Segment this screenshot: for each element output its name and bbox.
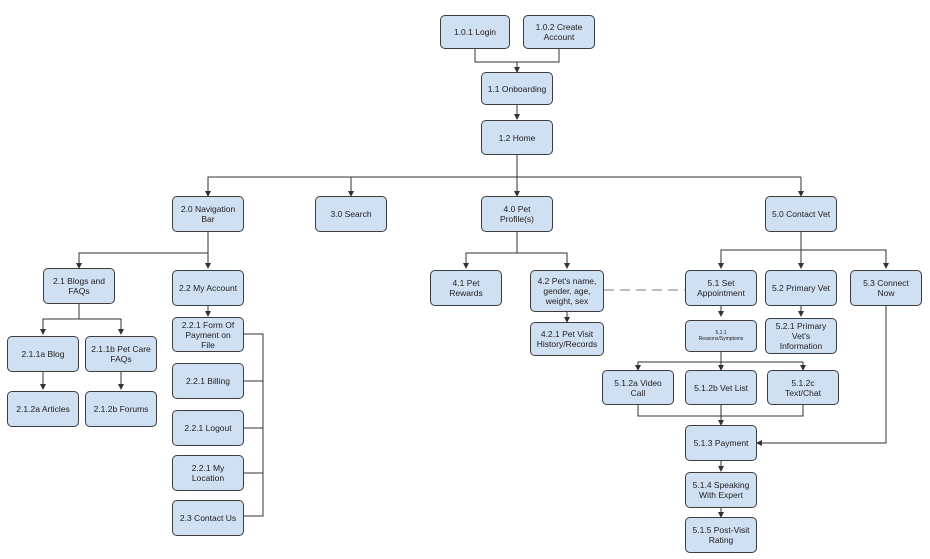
node-home[interactable]: 1.2 Home xyxy=(481,120,553,155)
connector-connect-payment xyxy=(756,306,887,446)
connector-blogs-faqs xyxy=(79,318,124,335)
node-speaking-with-expert[interactable]: 5.1.4 Speaking With Expert xyxy=(685,472,757,508)
connector-blogs-trunk xyxy=(40,304,80,335)
connector-contact-trunk xyxy=(718,232,802,269)
node-navigation-bar[interactable]: 2.0 Navigation Bar xyxy=(172,196,244,232)
node-text-chat[interactable]: 5.1.2c Text/Chat xyxy=(767,370,839,405)
node-post-visit-rating[interactable]: 5.1.5 Post-Visit Rating xyxy=(685,517,757,553)
node-set-appointment[interactable]: 5.1 Set Appointment xyxy=(685,270,757,306)
node-billing[interactable]: 2.2.1 Billing xyxy=(172,363,244,399)
node-logout[interactable]: 2.2.1 Logout xyxy=(172,410,244,446)
connector-home-nav xyxy=(205,176,517,197)
connector-home-trunk xyxy=(516,155,801,178)
node-pet-profile[interactable]: 4.0 Pet Profile(s) xyxy=(481,196,553,232)
node-vet-list[interactable]: 5.1.2b Vet List xyxy=(685,370,757,405)
node-form-of-payment[interactable]: 2.2.1 Form Of Payment on File xyxy=(172,317,244,352)
connector-contact-connect xyxy=(801,249,889,269)
node-onboarding[interactable]: 1.1 Onboarding xyxy=(481,72,553,105)
node-reasons-symptoms[interactable]: 5.1.1 Reasons/Symptoms xyxy=(685,320,757,352)
node-my-location[interactable]: 2.2.1 My Location xyxy=(172,455,244,491)
node-blogs-and-faqs[interactable]: 2.1 Blogs and FAQs xyxy=(43,268,115,304)
node-payment[interactable]: 5.1.3 Payment xyxy=(685,425,757,461)
node-contact-vet[interactable]: 5.0 Contact Vet xyxy=(765,196,837,232)
node-connect-now[interactable]: 5.3 Connect Now xyxy=(850,270,922,306)
node-forums[interactable]: 2.1.2b Forums xyxy=(85,391,157,427)
node-create-account[interactable]: 1.0.2 Create Account xyxy=(523,15,595,49)
connector-reasons-trunk xyxy=(635,352,722,371)
connector-pet-details xyxy=(517,252,570,269)
node-contact-us[interactable]: 2.3 Contact Us xyxy=(172,500,244,536)
node-my-account[interactable]: 2.2 My Account xyxy=(172,270,244,306)
node-pet-visit-history[interactable]: 4.2.1 Pet Visit History/Records xyxy=(530,322,604,356)
connector-reasons-chat xyxy=(721,361,806,371)
node-pet-details[interactable]: 4.2 Pet's name, gender, age, weight, sex xyxy=(530,270,604,312)
connector-account-bracket xyxy=(244,333,264,517)
node-video-call[interactable]: 5.1.2a Video Call xyxy=(602,370,674,405)
connector-pet-trunk xyxy=(463,232,518,269)
node-pet-care-faqs[interactable]: 2.1.1b Pet Care FAQs xyxy=(85,336,157,372)
node-login[interactable]: 1.0.1 Login xyxy=(440,15,510,49)
connector-login-onboarding xyxy=(474,49,560,63)
node-search[interactable]: 3.0 Search xyxy=(315,196,387,232)
node-blog[interactable]: 2.1.1a Blog xyxy=(7,336,79,372)
node-pet-rewards[interactable]: 4.1 Pet Rewards xyxy=(430,270,502,306)
node-primary-vet[interactable]: 5.2 Primary Vet xyxy=(765,270,837,306)
connector-nav-trunk xyxy=(76,232,209,269)
node-articles[interactable]: 2.1.2a Articles xyxy=(7,391,79,427)
node-primary-vet-information[interactable]: 5.2.1 Primary Vet's Information xyxy=(765,318,837,354)
